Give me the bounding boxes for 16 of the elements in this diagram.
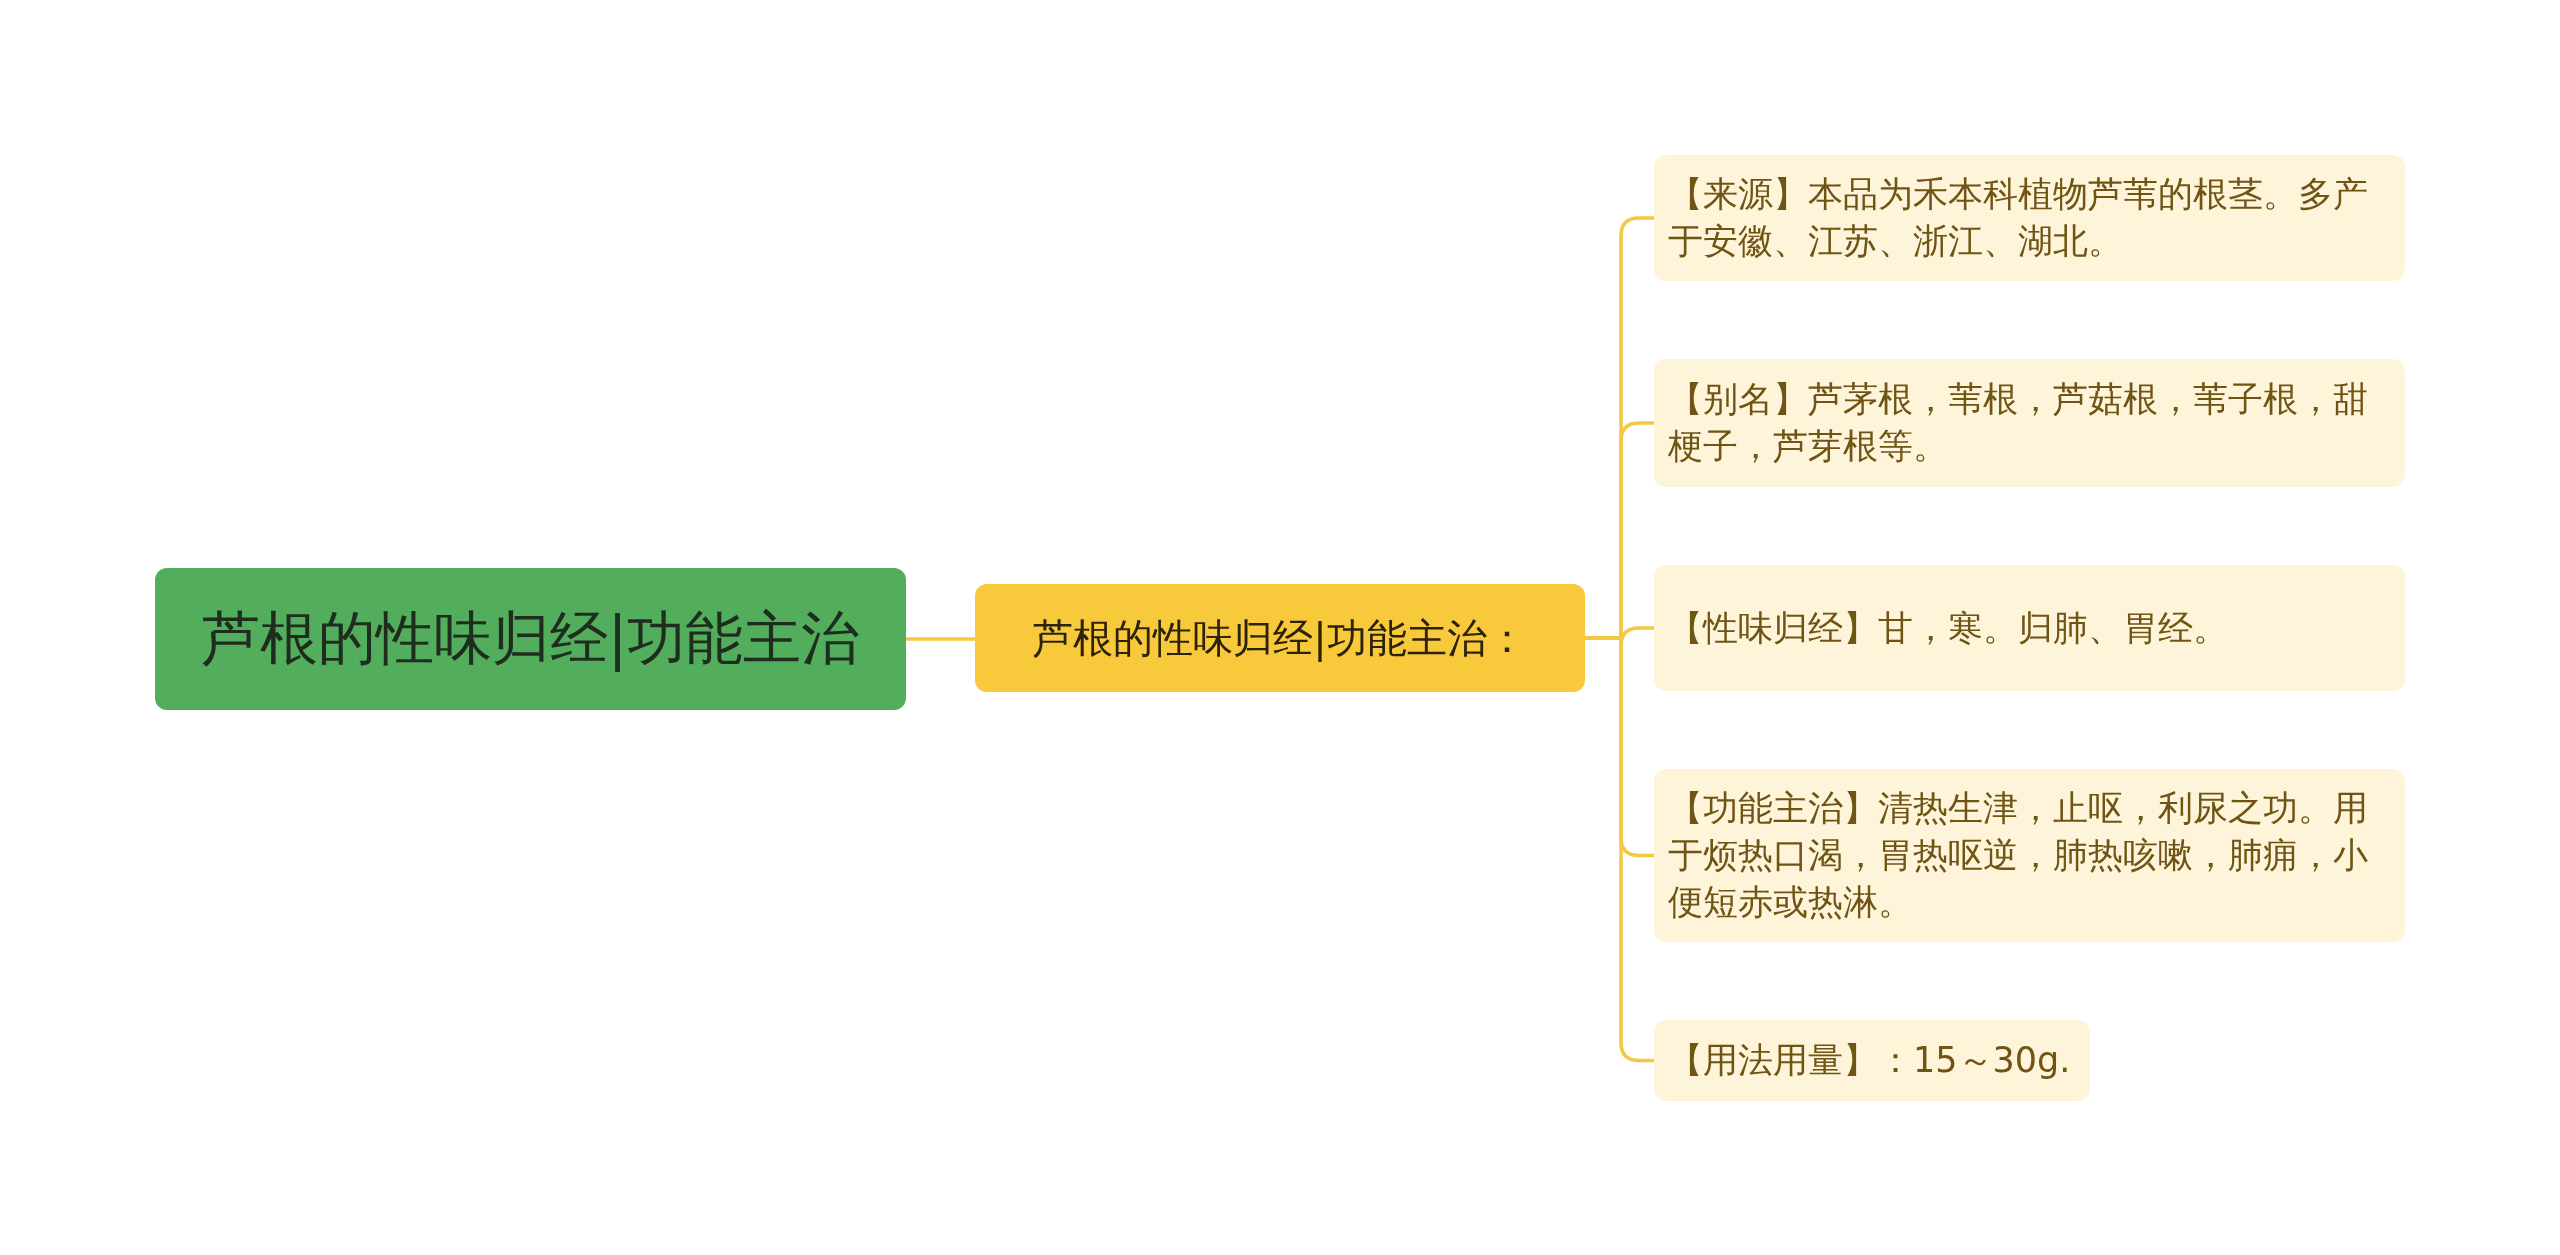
note-box (1654, 769, 2405, 942)
note-text: 【来源】本品为禾本科植物芦苇的根茎。多产于安徽、江苏、浙江、湖北。 (1668, 173, 2369, 263)
note-box (1654, 1020, 2090, 1101)
connector-line (1585, 636, 1654, 1063)
note-text: 【用法用量】：15～30g. (1668, 1039, 2071, 1082)
topic-text: 芦根的性味归经|功能主治 (201, 603, 860, 674)
topic-text: 芦根的性味归经|功能主治： (1033, 613, 1527, 664)
note-box (1654, 155, 2405, 281)
note-text: 【性味归经】甘，寒。归肺、胃经。 (1668, 606, 2228, 650)
note-box (1654, 359, 2405, 487)
root-topic-box (155, 568, 906, 710)
connector-line (906, 637, 975, 641)
note-box (1654, 565, 2405, 691)
note-text: 【功能主治】清热生津，止呕，利尿之功。用于烦热口渴，胃热呕逆，肺热咳嗽，肺痈，小便短赤或热淋。 (1668, 787, 2369, 924)
subtopic-box (975, 584, 1585, 692)
note-text: 【别名】芦茅根，苇根，芦菇根，苇子根，甜梗子，芦芽根等。 (1668, 378, 2369, 468)
